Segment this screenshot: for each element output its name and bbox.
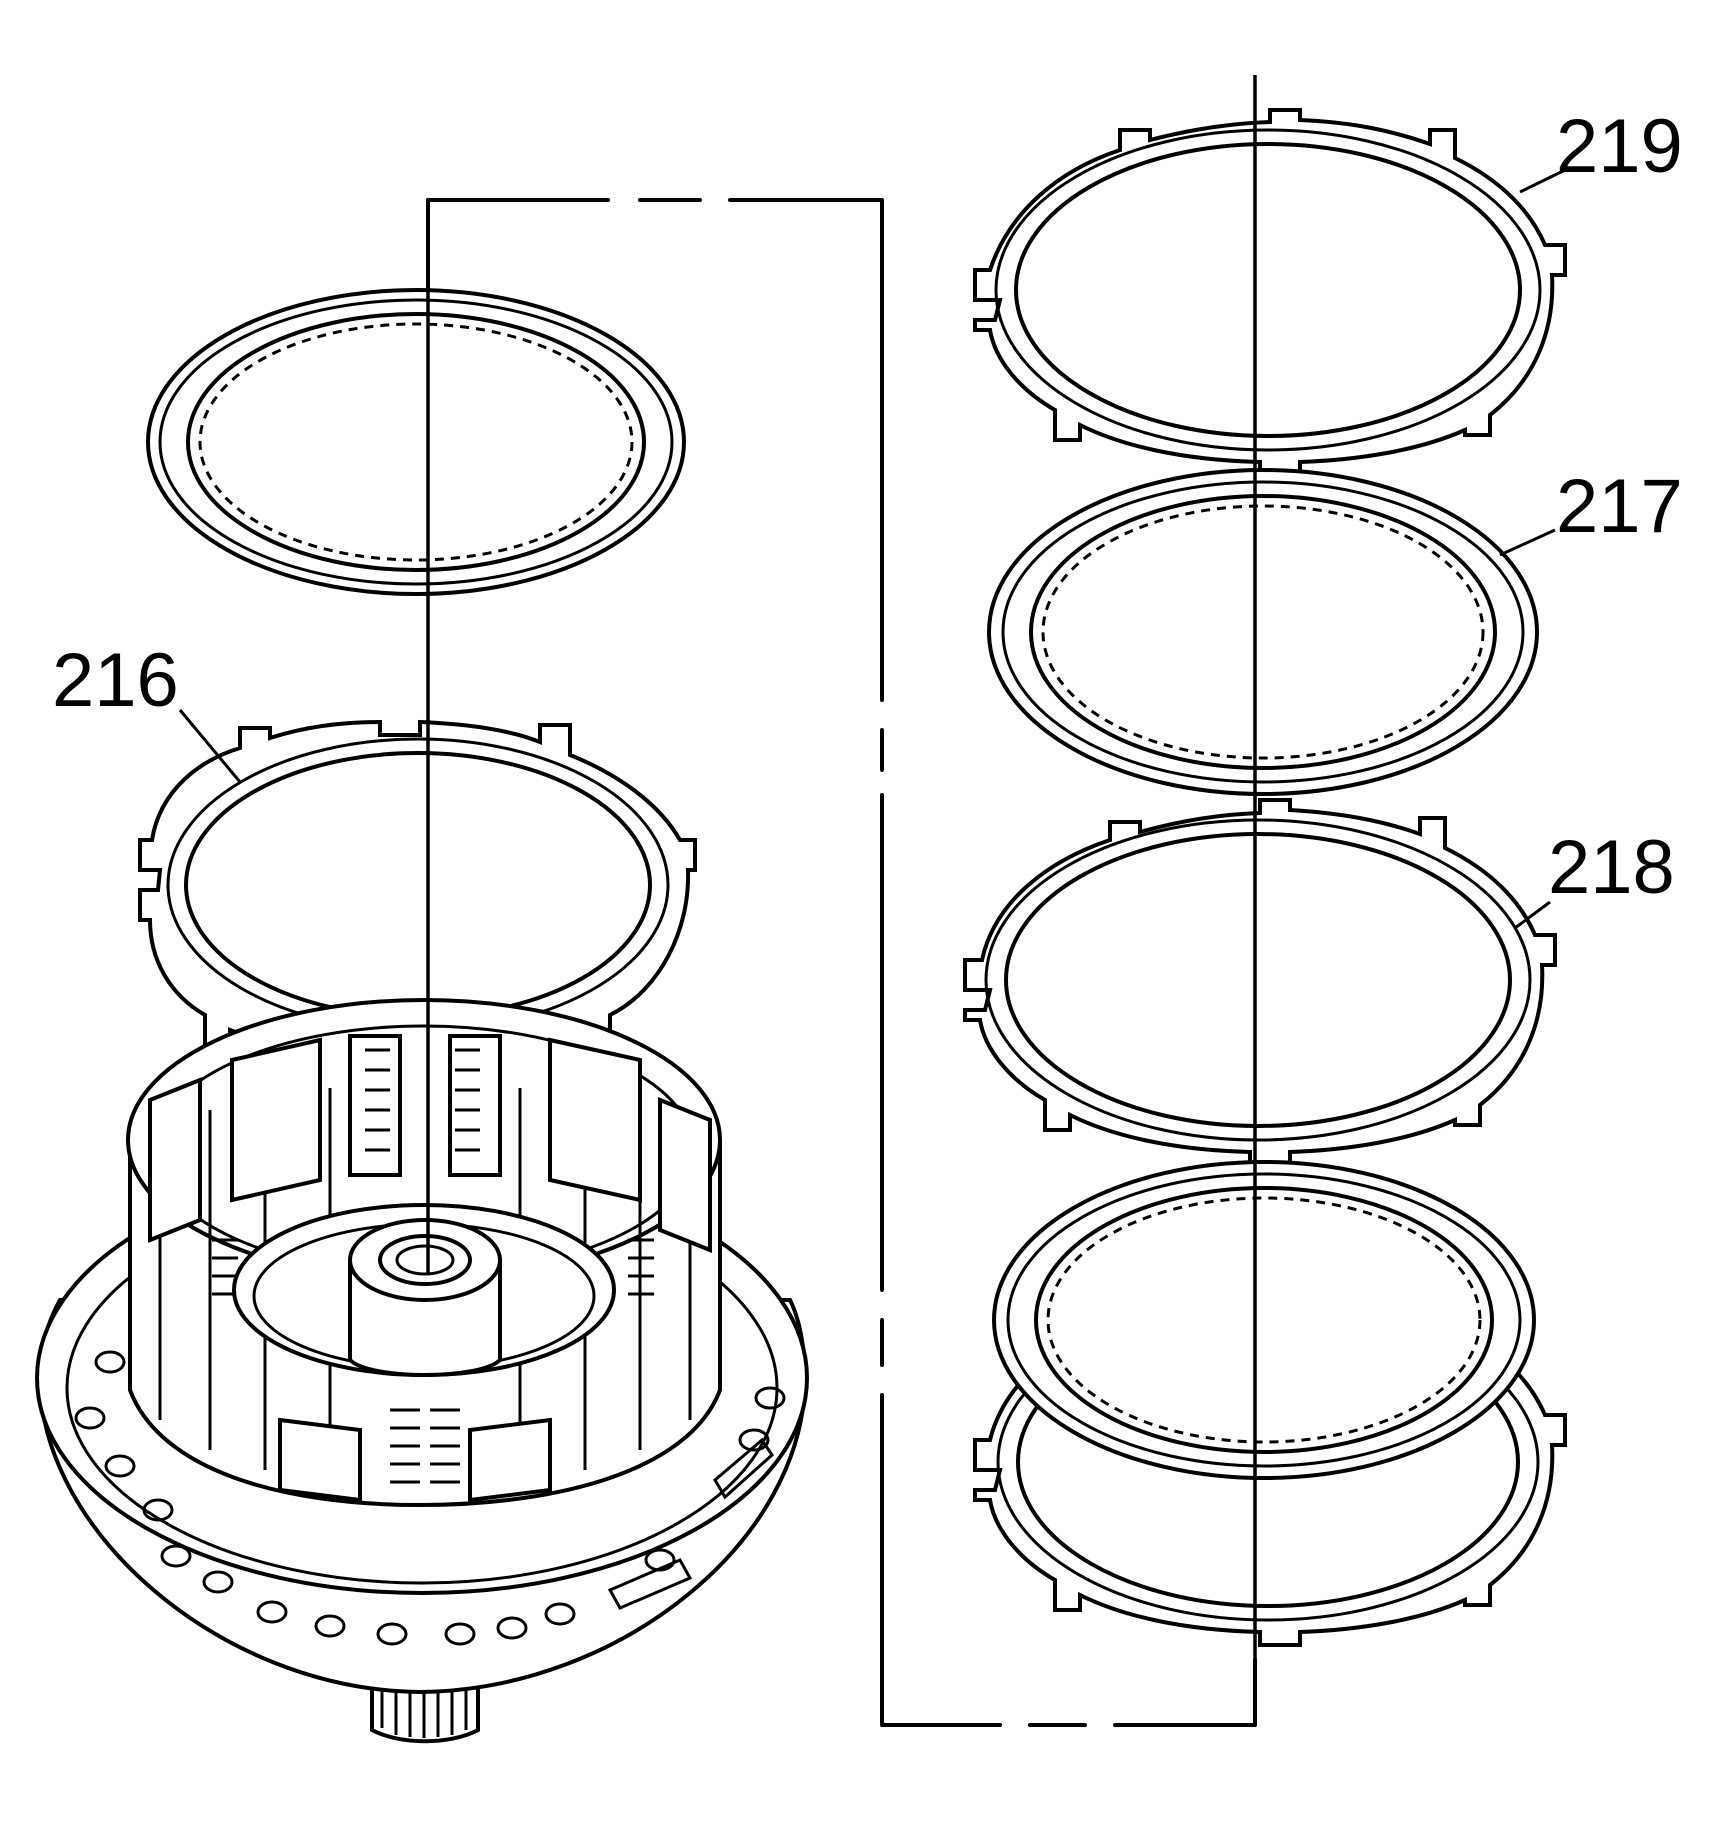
callout-219: 219 xyxy=(1556,104,1683,189)
drum-splines xyxy=(148,1034,712,1503)
clutch-housing-assembly xyxy=(35,998,809,1744)
assembly-bracket xyxy=(426,198,1257,1727)
steel-plate-218 xyxy=(963,798,1557,1167)
steel-plate-219 xyxy=(973,108,1567,477)
friction-plate-bottom-right xyxy=(992,1160,1536,1480)
callout-218: 218 xyxy=(1548,825,1675,910)
friction-plate-217 xyxy=(987,468,1539,796)
callout-216: 216 xyxy=(52,638,179,723)
return-springs xyxy=(212,1048,654,1484)
flange-holes xyxy=(74,1350,786,1646)
callout-217: 217 xyxy=(1556,464,1683,549)
friction-plate-upper-left xyxy=(146,288,686,596)
leader-lines xyxy=(178,168,1566,930)
